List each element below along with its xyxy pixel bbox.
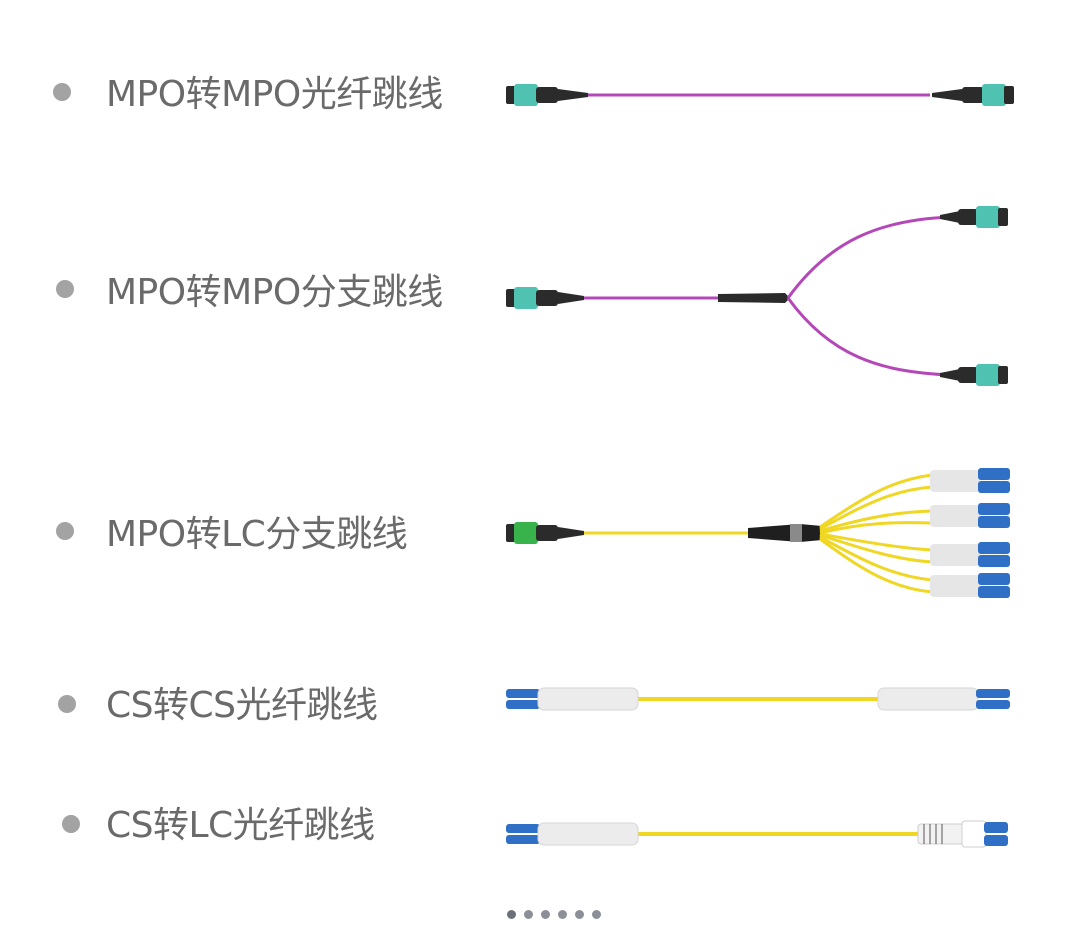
cs-to-lc-patch-cord-image: [506, 820, 1008, 848]
product-label: MPO转LC分支跳线: [106, 514, 408, 555]
cs-to-cs-patch-cord-image: [506, 687, 1010, 711]
product-row[interactable]: MPO转MPO光纤跳线: [0, 60, 1080, 130]
product-label: MPO转MPO分支跳线: [106, 272, 443, 313]
bullet: [53, 83, 71, 101]
product-label: CS转LC光纤跳线: [106, 805, 375, 846]
product-row[interactable]: CS转CS光纤跳线: [0, 670, 1080, 730]
pagination-dot[interactable]: [575, 910, 584, 919]
product-row[interactable]: MPO转MPO分支跳线: [0, 195, 1080, 395]
bullet: [56, 522, 74, 540]
mpo-to-mpo-breakout-cable-image: [506, 206, 1008, 386]
product-label: CS转CS光纤跳线: [106, 685, 378, 726]
bullet: [56, 280, 74, 298]
pagination-dot[interactable]: [541, 910, 550, 919]
mpo-to-mpo-patch-cord-image: [506, 84, 1014, 106]
mpo-to-lc-fanout-cable-image: [506, 468, 1010, 598]
pagination-dot[interactable]: [592, 910, 601, 919]
pagination-dot[interactable]: [507, 910, 516, 919]
pagination-dots: [507, 910, 601, 924]
pagination-dot[interactable]: [558, 910, 567, 919]
product-row[interactable]: CS转LC光纤跳线: [0, 795, 1080, 865]
product-row[interactable]: MPO转LC分支跳线: [0, 455, 1080, 605]
bullet: [58, 695, 76, 713]
bullet: [62, 815, 80, 833]
product-label: MPO转MPO光纤跳线: [106, 74, 443, 115]
pagination-dot[interactable]: [524, 910, 533, 919]
